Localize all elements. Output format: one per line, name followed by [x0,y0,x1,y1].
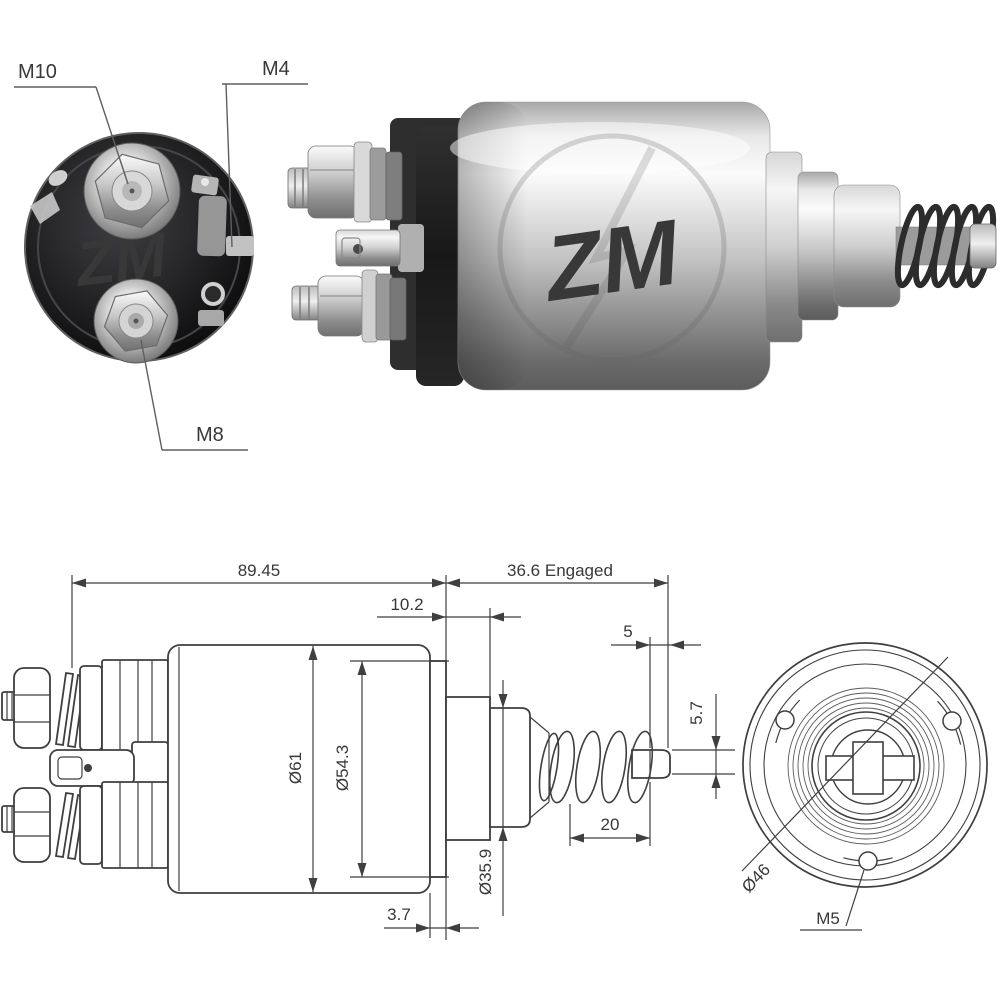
dim-collar-depth: 10.2 [390,595,423,614]
end-view-photo: ZM M10 [14,58,308,451]
bolt-circle-leader [741,656,949,872]
solenoid-side-photo: ZM [287,101,997,391]
dim-spring-travel: 20 [601,815,620,834]
spring-outline [538,730,628,804]
zm-watermark-text: ZM [536,201,687,321]
dim-overall-length: 89.45 [238,561,281,580]
photo-step-ring-2 [797,171,839,321]
m10-leader [95,86,129,185]
photo-watermark: ZM [497,133,727,363]
terminal-m8-nut [93,278,179,364]
mounting-face-view: Ø46 M5 [738,642,988,931]
dim-flange-thickness: 3.7 [387,905,411,924]
end-cap-glare [48,170,68,186]
dimension-labels: 89.45 36.6 Engaged 10.2 5 5.7 Ø61 Ø54.3 … [238,561,706,924]
dim-engaged-length: 36.6 Engaged [507,561,613,580]
label-m8: M8 [196,424,224,446]
photo-lower-bolt [291,269,407,343]
dimension-lines [72,582,717,929]
dim-body-diameter: Ø61 [286,752,305,784]
photo-cap [416,126,464,386]
dim-flange-diameter: Ø54.3 [333,745,352,791]
dim-nose-diameter: Ø35.9 [476,849,495,895]
mount-hole-upper-left [775,710,795,730]
terminal-m4-bracket [191,174,254,326]
photo-rod-tip [969,223,997,269]
photo-step-ring-1 [765,151,803,343]
dim-mount-thread: M5 [816,909,840,928]
dim-pin-length: 5 [623,622,632,641]
label-m4: M4 [262,58,290,80]
mount-hole-upper-right [942,711,962,731]
mount-hole-bottom [858,851,878,871]
end-view-callouts: M10 M4 M8 [14,58,308,451]
drawn-terminals [1,659,169,869]
collar-outline [445,696,491,841]
dim-bolt-circle: Ø46 [738,860,774,896]
dimension-drawing: 89.45 36.6 Engaged 10.2 5 5.7 Ø61 Ø54.3 … [1,561,988,940]
nose-outline [489,707,531,828]
photo-nose-cylinder [833,184,901,308]
extension-lines [71,575,735,940]
m4-leader [225,83,233,248]
dim-pin-offset: 5.7 [687,701,706,725]
photo-cylinder-shade [458,102,528,390]
terminal-m10-nut [83,142,181,240]
end-cap-highlight [30,192,60,224]
m8-leader [140,339,163,451]
photo-spade-terminal [335,224,424,272]
knurled-ring [787,687,945,845]
m5-leader [845,869,865,927]
flange-outline [429,660,447,878]
label-m10: M10 [18,61,57,83]
cross-slot-vertical [852,741,884,795]
drawn-body [167,644,671,894]
photo-cylinder-glare [450,122,750,174]
photo-upper-bolt [287,141,403,223]
